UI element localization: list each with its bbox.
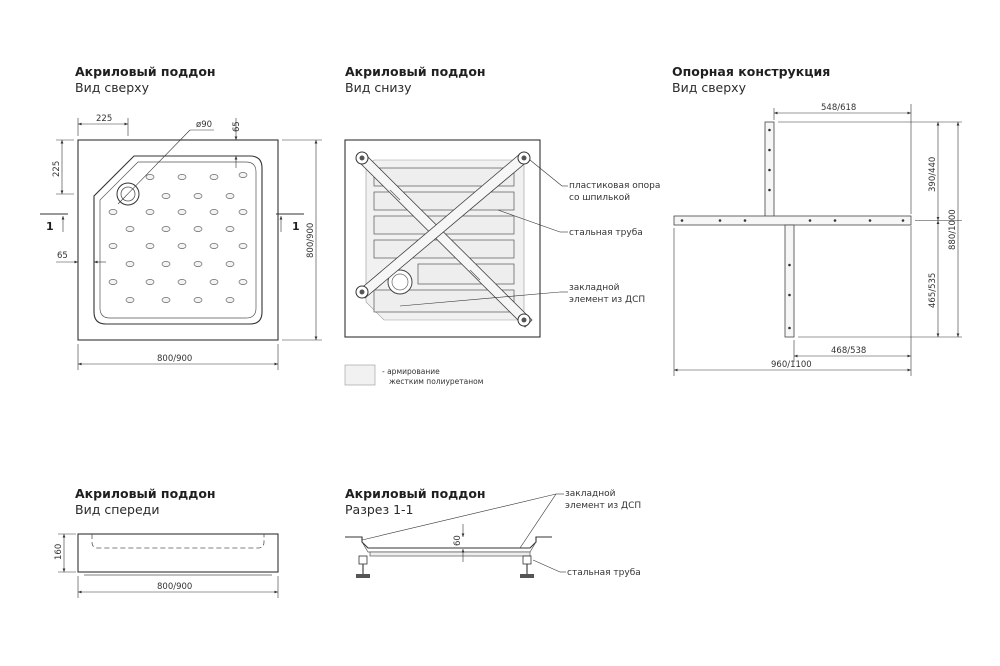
- front-basin-hidden: [91, 534, 265, 549]
- section-marker-right-label: 1: [292, 220, 300, 233]
- label-section-embedded-2: элемент из ДСП: [565, 501, 641, 511]
- bottom-view-subtitle: Вид снизу: [345, 80, 412, 95]
- dim-rim-top-label: 65: [232, 121, 242, 132]
- dim-corner-x-label: 225: [96, 114, 112, 124]
- dim-support-width-label: 960/1100: [771, 360, 812, 370]
- dim-top-depth: 800/900: [282, 139, 322, 341]
- section-marker-left: 1: [40, 213, 68, 233]
- anti-slip-pattern: [108, 172, 248, 303]
- dim-rim-left: 65: [56, 251, 106, 264]
- dim-drain-diameter: ø90: [117, 120, 214, 205]
- dim-section-depth: 60: [453, 524, 465, 562]
- dim-corner-x: 225: [77, 114, 129, 136]
- label-embedded-2: элемент из ДСП: [569, 295, 645, 305]
- support-view: Опорная конструкция Вид сверху: [672, 64, 962, 376]
- dim-rim-top: 65: [232, 118, 242, 168]
- dim-corner-y: 225: [52, 139, 74, 195]
- label-support-leg: пластиковая опора: [569, 181, 660, 191]
- top-view: Акриловый поддон Вид сверху: [40, 64, 322, 370]
- label-support-leg-2: со шпилькой: [569, 193, 630, 203]
- label-section-pipe: стальная труба: [567, 568, 641, 578]
- label-embedded: закладной: [569, 283, 620, 293]
- section-view-title: Акриловый поддон: [345, 486, 486, 501]
- top-view-subtitle: Вид сверху: [75, 80, 150, 95]
- dim-support-vertical: 390/440 465/535 880/1000: [778, 121, 962, 338]
- section-view: Акриловый поддон Разрез 1-1 60: [345, 486, 641, 578]
- section-board: [369, 551, 531, 557]
- dim-front-height: 160: [54, 533, 76, 573]
- dim-front-height-label: 160: [54, 544, 64, 560]
- dim-corner-y-label: 225: [52, 161, 62, 177]
- dim-support-lower-label: 465/535: [928, 273, 938, 308]
- support-frame: [673, 121, 912, 338]
- section-view-subtitle: Разрез 1-1: [345, 502, 414, 517]
- bottom-tray-outline: [344, 139, 541, 338]
- dim-rim-left-label: 65: [57, 251, 68, 261]
- front-view: Акриловый поддон Вид спереди 160 800/900: [54, 486, 279, 598]
- dim-support-half-top: 548/618: [773, 103, 912, 214]
- section-tray-profile: [345, 536, 552, 549]
- front-view-subtitle: Вид спереди: [75, 502, 159, 517]
- label-section-embedded: закладной: [565, 489, 616, 499]
- bottom-view: Акриловый поддон Вид снизу: [344, 64, 660, 386]
- dim-front-width: 800/900: [77, 576, 279, 598]
- legend-label-2: жестким полиуретаном: [389, 377, 483, 386]
- label-steel-pipe: стальная труба: [569, 228, 643, 238]
- tray-outline: [77, 139, 279, 341]
- support-leg-icon: [355, 151, 531, 327]
- dim-top-width: 800/900: [77, 344, 279, 370]
- section-leaders: [361, 493, 566, 573]
- dim-support-half-top-label: 548/618: [821, 103, 856, 113]
- bottom-view-leaders: [399, 159, 568, 307]
- bottom-view-title: Акриловый поддон: [345, 64, 486, 79]
- dim-drain-diameter-label: ø90: [196, 120, 212, 130]
- dim-support-width: 960/1100: [673, 228, 912, 376]
- section-marker-right: 1: [276, 213, 304, 233]
- legend-label: - армирование: [382, 367, 440, 376]
- tray-basin: [93, 155, 263, 325]
- dim-support-upper-label: 390/440: [928, 157, 938, 192]
- bottom-drain-icon: [387, 269, 413, 295]
- front-view-title: Акриловый поддон: [75, 486, 216, 501]
- dim-support-half-bottom: 468/538: [793, 226, 912, 362]
- dim-top-depth-label: 800/900: [306, 223, 316, 258]
- tray-basin-inner: [99, 161, 257, 319]
- top-view-title: Акриловый поддон: [75, 64, 216, 79]
- section-marker-left-label: 1: [46, 220, 54, 233]
- dim-top-width-label: 800/900: [157, 354, 192, 364]
- dim-front-width-label: 800/900: [157, 582, 192, 592]
- dim-section-depth-label: 60: [453, 535, 463, 546]
- dim-support-half-bottom-label: 468/538: [831, 346, 866, 356]
- legend-swatch: [344, 364, 376, 386]
- front-tray-outline: [77, 533, 279, 573]
- support-view-title: Опорная конструкция: [672, 64, 830, 79]
- section-feet: [356, 555, 534, 578]
- support-view-subtitle: Вид сверху: [672, 80, 747, 95]
- section-tray-profile-inner: [361, 541, 537, 553]
- dim-support-total-label: 880/1000: [948, 209, 958, 250]
